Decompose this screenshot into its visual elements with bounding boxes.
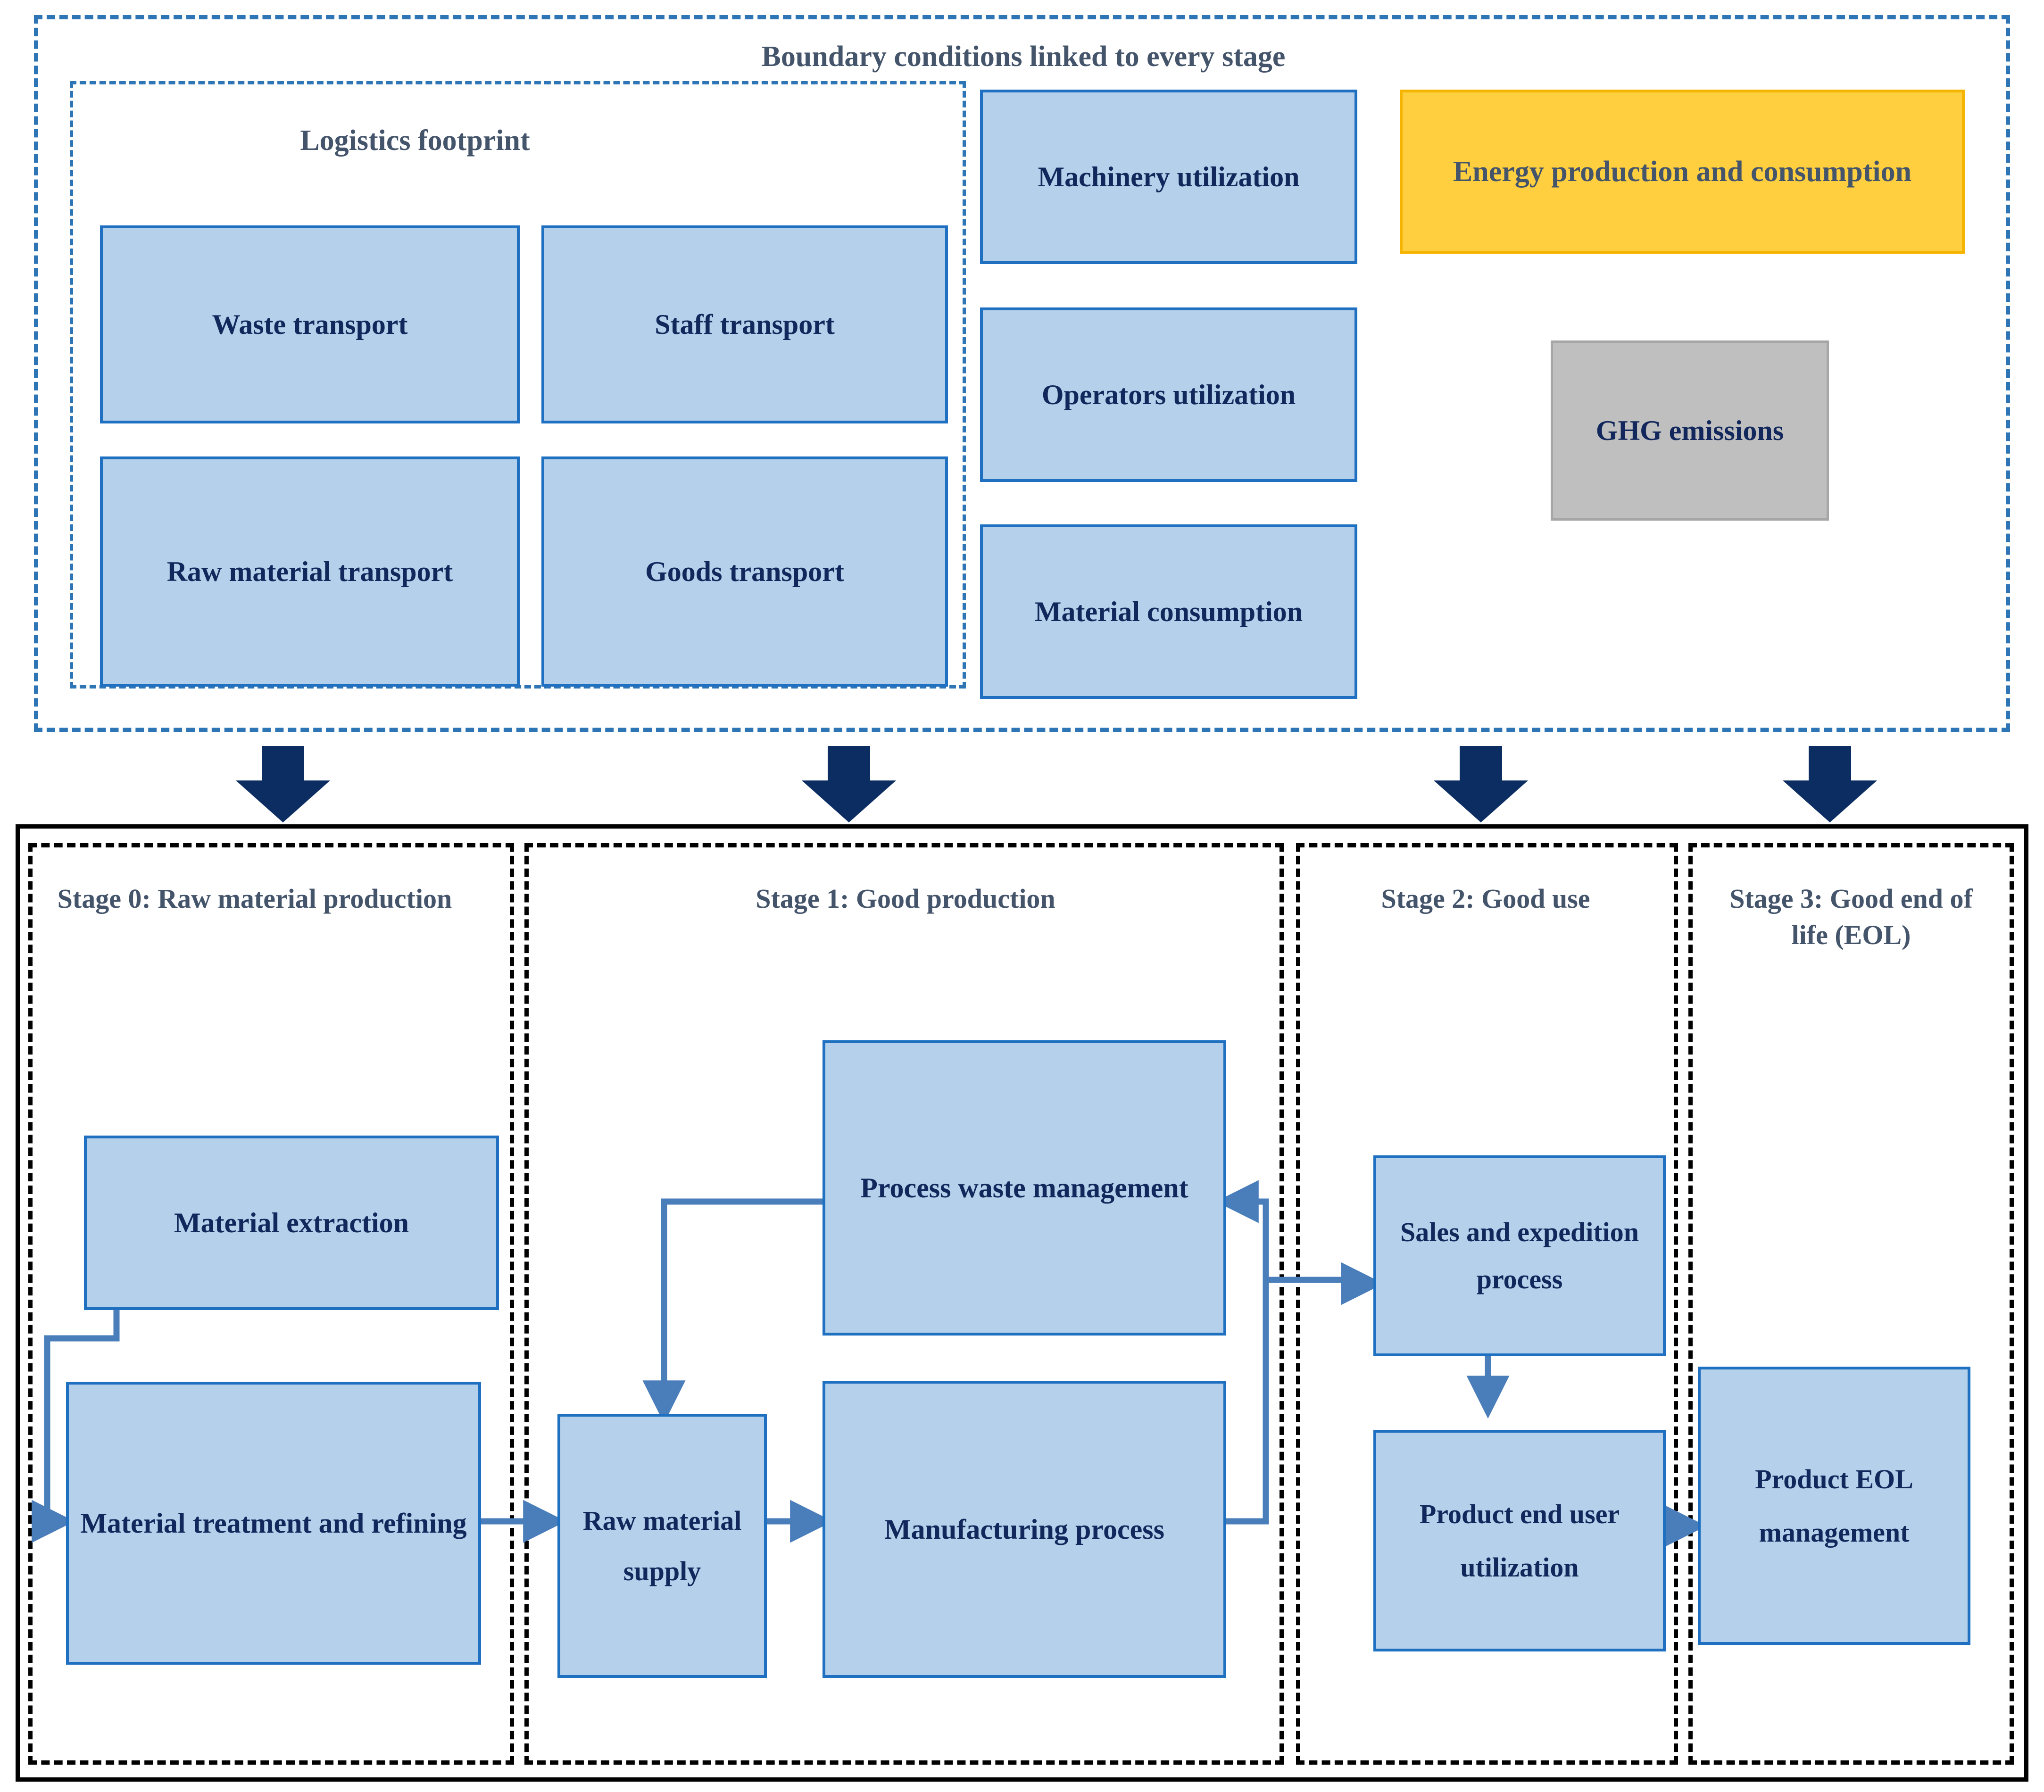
logistics-footprint-title: Logistics footprint xyxy=(300,124,530,157)
logistics-footprint-region xyxy=(70,81,966,689)
boundary-arrow-stage-3 xyxy=(1783,746,1877,822)
box-ghg-emissions[interactable]: GHG emissions xyxy=(1551,340,1829,521)
stage-1-title: Stage 1: Good production xyxy=(756,883,1055,914)
stage-0-region xyxy=(28,843,514,1765)
box-ghg-label: GHG emissions xyxy=(1595,415,1784,446)
box-energy-production-consumption[interactable]: Energy production and consumption xyxy=(1400,90,1965,254)
node-product-eol-label: Product EOL management xyxy=(1755,1463,1913,1548)
box-energy-label: Energy production and consumption xyxy=(1453,155,1912,188)
stage-3-region xyxy=(1688,843,2014,1765)
stage-0-title: Stage 0: Raw material production xyxy=(57,883,452,914)
node-raw-material-supply-label: Raw material supply xyxy=(582,1505,742,1586)
box-goods-transport-label: Goods transport xyxy=(645,556,844,587)
box-staff-transport[interactable]: Staff transport xyxy=(541,225,948,423)
box-material-consumption-label: Material consumption xyxy=(1034,596,1303,627)
lifecycle-region xyxy=(16,824,2028,1782)
boundary-arrow-stage-1 xyxy=(802,746,896,822)
box-goods-transport[interactable]: Goods transport xyxy=(541,456,948,687)
node-product-eol[interactable]: Product EOL management xyxy=(1698,1367,1970,1645)
boundary-arrow-stage-0 xyxy=(236,746,330,822)
boundary-conditions-region xyxy=(34,15,2010,732)
node-raw-material-supply[interactable]: Raw material supply xyxy=(557,1414,767,1678)
stage-2-title: Stage 2: Good use xyxy=(1381,883,1590,914)
boundary-conditions-title: Boundary conditions linked to every stag… xyxy=(761,41,1286,73)
box-machinery-utilization[interactable]: Machinery utilization xyxy=(980,90,1357,264)
box-operators-utilization-label: Operators utilization xyxy=(1041,379,1296,410)
box-operators-utilization[interactable]: Operators utilization xyxy=(980,307,1357,482)
stage-1-region xyxy=(524,843,1284,1765)
box-material-consumption[interactable]: Material consumption xyxy=(980,524,1357,699)
node-product-end-user-label: Product end user utilization xyxy=(1419,1498,1620,1583)
node-process-waste-management[interactable]: Process waste management xyxy=(823,1040,1226,1336)
box-raw-material-transport[interactable]: Raw material transport xyxy=(100,456,520,687)
node-material-extraction-label: Material extraction xyxy=(174,1207,409,1238)
node-manufacturing-process-label: Manufacturing process xyxy=(884,1513,1164,1545)
node-product-end-user[interactable]: Product end user utilization xyxy=(1373,1430,1666,1651)
stage-3-title: Stage 3: Good end of life (EOL) xyxy=(1729,883,1973,950)
boundary-arrow-stage-2 xyxy=(1434,746,1528,822)
box-staff-transport-label: Staff transport xyxy=(655,308,835,340)
node-manufacturing-process[interactable]: Manufacturing process xyxy=(823,1381,1226,1678)
box-waste-transport[interactable]: Waste transport xyxy=(100,225,520,423)
node-material-treatment[interactable]: Material treatment and refining xyxy=(66,1382,481,1665)
node-process-waste-management-label: Process waste management xyxy=(860,1172,1188,1203)
node-sales-expedition-label: Sales and expedition process xyxy=(1400,1217,1639,1294)
box-waste-transport-label: Waste transport xyxy=(212,308,408,340)
stage-2-region xyxy=(1296,843,1678,1765)
node-material-treatment-label: Material treatment and refining xyxy=(80,1507,467,1539)
box-machinery-utilization-label: Machinery utilization xyxy=(1038,161,1300,192)
node-sales-expedition[interactable]: Sales and expedition process xyxy=(1373,1155,1666,1356)
box-raw-material-transport-label: Raw material transport xyxy=(166,556,453,587)
node-material-extraction[interactable]: Material extraction xyxy=(84,1136,499,1310)
